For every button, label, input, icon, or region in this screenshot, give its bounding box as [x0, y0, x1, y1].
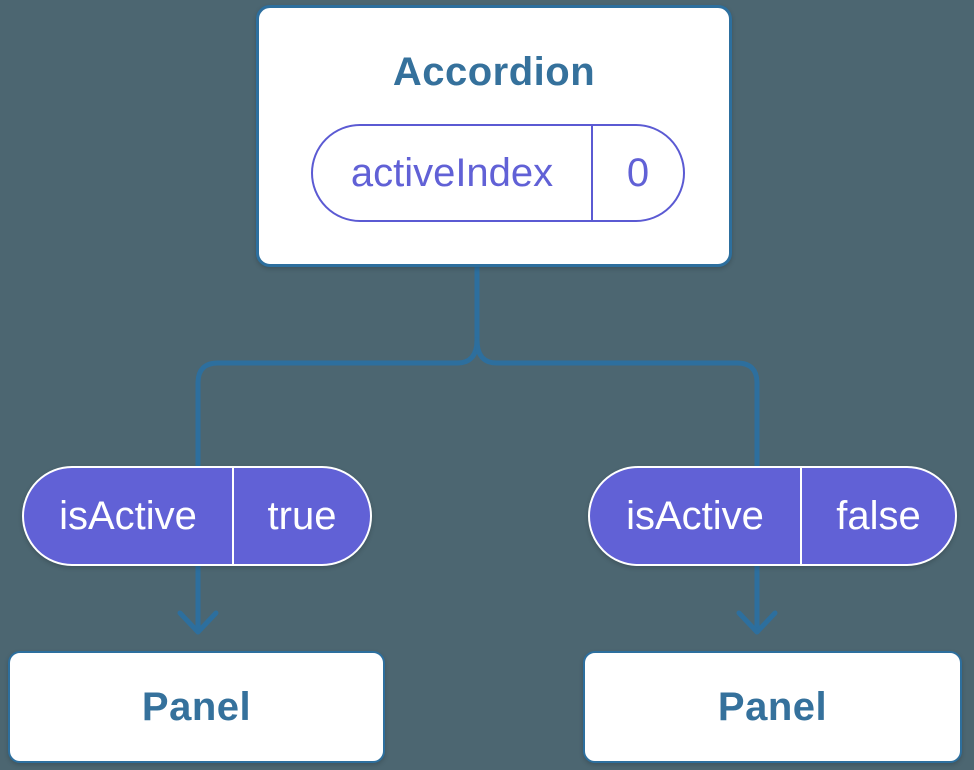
branch-line-left [195, 337, 480, 471]
prop-value-left: true [267, 493, 337, 538]
panel-title-left: Panel [141, 684, 252, 729]
accordion-component-box: Accordion activeIndex 0 [256, 5, 732, 267]
panel-title-right: Panel [717, 684, 828, 729]
arrow-head-left-icon [177, 610, 219, 635]
prop-name-right: isActive [590, 468, 802, 564]
prop-pill-left: isActive true [22, 466, 372, 566]
arrow-head-right-icon [736, 610, 778, 635]
panel-box-right: Panel [583, 651, 962, 763]
prop-name-left: isActive [24, 468, 234, 564]
state-value: 0 [626, 150, 650, 195]
prop-value-right: false [836, 493, 921, 538]
prop-pill-right: isActive false [588, 466, 957, 566]
panel-box-left: Panel [8, 651, 385, 763]
component-title: Accordion [392, 50, 596, 94]
state-name: activeIndex [313, 126, 593, 220]
state-pill: activeIndex 0 [311, 124, 685, 222]
branch-line-right [474, 337, 760, 471]
